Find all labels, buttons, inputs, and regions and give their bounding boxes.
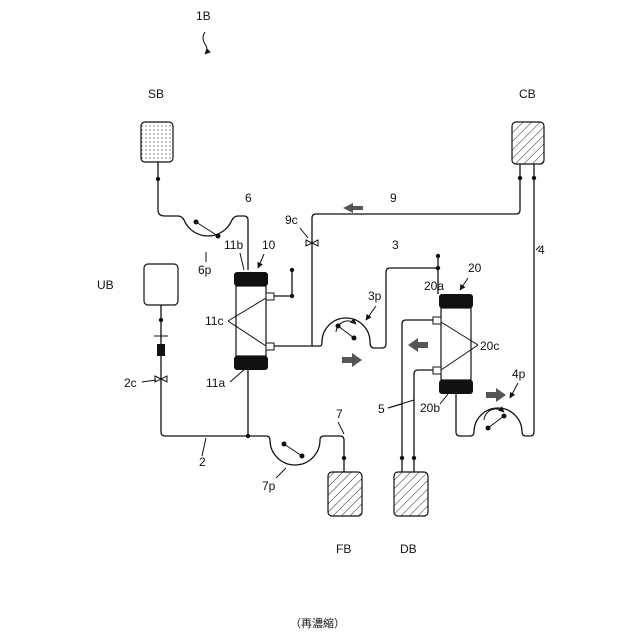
label-4: 4 (538, 243, 545, 257)
leader-2 (202, 438, 206, 456)
label-6: 6 (245, 191, 252, 205)
tube-9-junction (518, 176, 522, 180)
leader-4p (510, 383, 518, 398)
label-7: 7 (336, 407, 343, 421)
label-7p: 7p (262, 479, 276, 493)
container-fb (328, 472, 362, 516)
label-11c: 11c (205, 314, 223, 328)
port-11c-upper-branch (274, 270, 292, 296)
pump-7p (282, 442, 305, 459)
tube-6-junction (156, 177, 160, 181)
leader-5-b (388, 400, 414, 408)
figure-id-leader (203, 32, 207, 54)
leader-20b (440, 394, 448, 404)
label-cb: CB (519, 87, 536, 101)
label-3p: 3p (368, 289, 382, 303)
label-ub: UB (97, 278, 114, 292)
port-11c-upper-end (290, 268, 294, 272)
tube-5-b-junction (412, 456, 416, 460)
label-20a: 20a (424, 279, 444, 293)
label-20b: 20b (420, 401, 440, 415)
label-11a: 11a (206, 376, 225, 390)
tube-6 (158, 162, 248, 270)
leader-7p (276, 468, 286, 478)
label-2c: 2c (124, 376, 137, 390)
flow-arrow-filter-20 (408, 338, 428, 352)
leader-7 (338, 422, 344, 434)
flow-arrow-tube-9 (343, 203, 363, 213)
tube-7 (248, 436, 344, 472)
pump-4p (484, 409, 507, 431)
container-ub (144, 264, 178, 305)
figure-caption: （再濃縮） (290, 616, 345, 630)
label-10: 10 (262, 238, 276, 252)
figure-id-label: 1B (196, 9, 211, 23)
tube-2-junction (159, 318, 163, 322)
filter-20 (433, 294, 473, 394)
label-9: 9 (390, 191, 397, 205)
leader-2c (142, 380, 156, 382)
label-11b: 11b (224, 238, 243, 252)
container-cb (512, 122, 544, 164)
leader-11a (230, 368, 246, 382)
tube-9 (274, 164, 520, 346)
label-20: 20 (468, 261, 482, 275)
label-sb: SB (148, 87, 164, 101)
container-db (394, 472, 428, 516)
flow-arrow-tube-4 (486, 388, 506, 402)
flow-arrow-tube-3 (342, 353, 362, 367)
leader-10 (258, 254, 264, 268)
tube-3-junction (436, 266, 440, 270)
container-sb (141, 122, 173, 162)
tube-4-junction (532, 176, 536, 180)
tube-5-a-junction (400, 456, 404, 460)
tube-5-b (414, 370, 433, 472)
filter-10 (234, 272, 274, 370)
leader-3p (366, 306, 376, 320)
port-11c-upper-junction (290, 294, 294, 298)
label-db: DB (400, 542, 417, 556)
label-fb: FB (336, 542, 351, 556)
leader-11b (240, 253, 244, 270)
label-5: 5 (378, 402, 385, 416)
leader-9c (300, 228, 308, 238)
label-3: 3 (392, 238, 399, 252)
leader-20 (460, 278, 468, 290)
pump-3p (336, 321, 357, 341)
label-9c: 9c (285, 213, 298, 227)
label-4p: 4p (512, 367, 526, 381)
label-6p: 6p (198, 263, 212, 277)
label-2: 2 (199, 455, 206, 469)
tube-7-junction (342, 456, 346, 460)
label-20c: 20c (480, 339, 499, 353)
